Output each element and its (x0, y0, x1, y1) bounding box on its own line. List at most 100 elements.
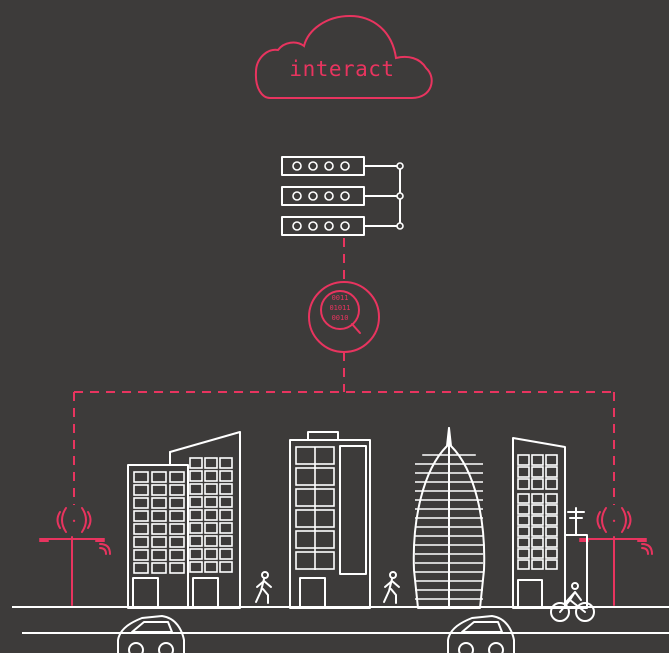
window (189, 457, 203, 469)
window (204, 561, 218, 573)
window (151, 497, 167, 509)
window (189, 561, 203, 573)
window (204, 548, 218, 560)
svg-text:•: • (72, 517, 77, 526)
window (545, 504, 558, 515)
window (219, 548, 233, 560)
window (219, 522, 233, 534)
window (219, 535, 233, 547)
window (531, 454, 544, 466)
window (169, 536, 185, 548)
pedestrian-2-icon (383, 571, 400, 604)
window (151, 523, 167, 535)
window (531, 537, 544, 548)
window (189, 483, 203, 495)
cloud-label: interact (289, 57, 395, 81)
window (531, 466, 544, 478)
building-3 (289, 431, 371, 609)
window (545, 454, 558, 466)
svg-text:•: • (612, 517, 617, 526)
window (204, 522, 218, 534)
window (517, 526, 530, 537)
window (531, 526, 544, 537)
window (151, 562, 167, 574)
window (133, 510, 149, 522)
street-light-left-icon: • (39, 507, 111, 606)
window (133, 523, 149, 535)
window (204, 483, 218, 495)
window (169, 510, 185, 522)
window (531, 559, 544, 570)
network-connector-lines (73, 238, 615, 505)
window (545, 537, 558, 548)
street-light-right-icon: • (579, 507, 653, 606)
cloud-icon (254, 14, 433, 99)
window (517, 466, 530, 478)
window (517, 515, 530, 526)
window (219, 457, 233, 469)
window (189, 535, 203, 547)
window (189, 548, 203, 560)
window (531, 504, 544, 515)
window (517, 537, 530, 548)
window (151, 471, 167, 483)
car-left-icon (117, 615, 185, 653)
window (531, 493, 544, 504)
window (151, 536, 167, 548)
window (133, 484, 149, 496)
window (151, 484, 167, 496)
window (169, 523, 185, 535)
car-right-icon (447, 615, 515, 653)
window (204, 509, 218, 521)
window (545, 515, 558, 526)
window (545, 526, 558, 537)
window (169, 549, 185, 561)
window (517, 504, 530, 515)
window (517, 493, 530, 504)
window (531, 515, 544, 526)
window (189, 470, 203, 482)
window (133, 549, 149, 561)
window (545, 559, 558, 570)
window (517, 548, 530, 559)
window (219, 470, 233, 482)
binary-line-1: 0011 (332, 294, 349, 302)
window (204, 496, 218, 508)
window (169, 471, 185, 483)
server-rack-icon (281, 156, 404, 236)
window (151, 510, 167, 522)
window (133, 497, 149, 509)
window (204, 470, 218, 482)
window (219, 509, 233, 521)
window (204, 535, 218, 547)
window (517, 559, 530, 570)
window (545, 466, 558, 478)
window (133, 536, 149, 548)
window (169, 497, 185, 509)
window (189, 522, 203, 534)
binary-line-3: 0010 (332, 314, 349, 322)
window (219, 496, 233, 508)
window (169, 562, 185, 574)
window (189, 509, 203, 521)
window (151, 549, 167, 561)
pedestrian-1-icon (255, 571, 272, 604)
building-windows (133, 446, 558, 600)
window (204, 457, 218, 469)
window (545, 493, 558, 504)
window (545, 478, 558, 490)
window (189, 496, 203, 508)
window (133, 562, 149, 574)
window (169, 484, 185, 496)
window (517, 454, 530, 466)
window (531, 478, 544, 490)
window (219, 561, 233, 573)
window (219, 483, 233, 495)
window (133, 471, 149, 483)
data-analysis-icon: 0011 01011 0010 (308, 281, 380, 353)
window (531, 548, 544, 559)
window (545, 548, 558, 559)
binary-line-2: 01011 (329, 304, 350, 312)
window (517, 478, 530, 490)
